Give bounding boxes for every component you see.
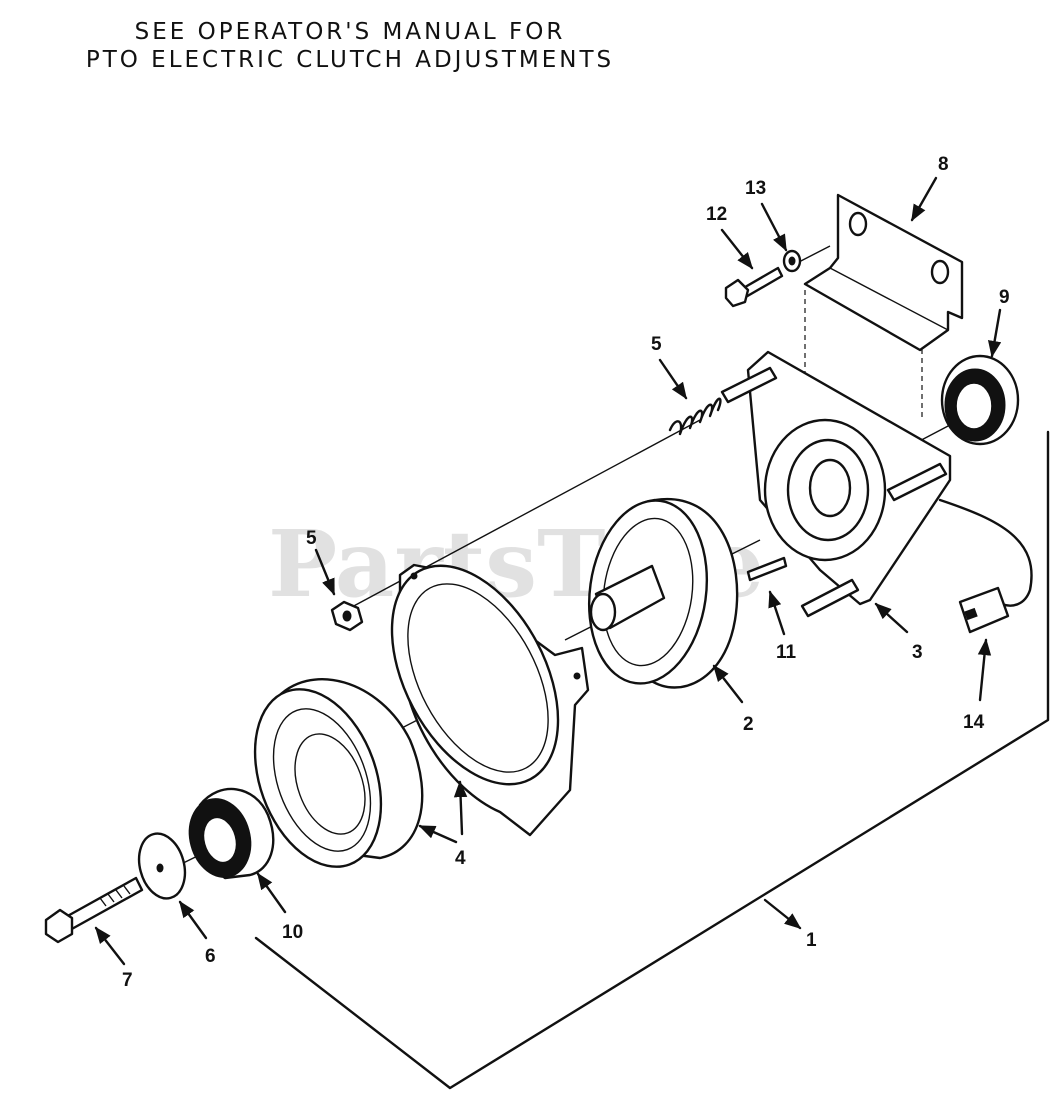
callout-3: 3 xyxy=(912,642,923,663)
mounting-bracket xyxy=(803,193,964,352)
bearing-10 xyxy=(188,787,275,880)
heading-line-2: PTO ELECTRIC CLUTCH ADJUSTMENTS xyxy=(85,47,615,73)
callout-7: 7 xyxy=(122,970,133,991)
callout-10: 10 xyxy=(282,922,303,943)
bearing-9 xyxy=(940,354,1020,446)
callout-4: 4 xyxy=(455,848,466,869)
callout-12: 12 xyxy=(706,204,727,225)
pulley-cover-4 xyxy=(390,563,590,837)
spring-5 xyxy=(668,397,722,436)
callout-1: 1 xyxy=(806,930,817,951)
pulley-4 xyxy=(253,677,424,868)
callout-5-spring: 5 xyxy=(651,334,662,355)
lock-washer-13 xyxy=(782,249,802,273)
callout-8: 8 xyxy=(938,154,949,175)
heading-line-1: SEE OPERATOR'S MANUAL FOR xyxy=(134,19,566,45)
washer-6 xyxy=(137,832,187,900)
callout-6: 6 xyxy=(205,946,216,967)
callout-13: 13 xyxy=(745,178,766,199)
callout-11: 11 xyxy=(776,642,797,663)
callout-5-nut: 5 xyxy=(306,528,317,549)
connector-14 xyxy=(938,498,1033,634)
callout-leaders xyxy=(94,176,1002,966)
callout-9: 9 xyxy=(999,287,1010,308)
cap-screw-12 xyxy=(724,266,784,308)
field-coil-housing xyxy=(720,350,952,618)
key-11 xyxy=(746,556,788,582)
callout-2: 2 xyxy=(743,714,754,735)
nut-5 xyxy=(330,600,364,632)
assembly-bracket xyxy=(254,430,1050,1090)
armature-2 xyxy=(587,497,739,689)
bolt-7 xyxy=(44,876,144,944)
diagram-heading: SEE OPERATOR'S MANUAL FOR PTO ELECTRIC C… xyxy=(0,18,700,74)
callout-14: 14 xyxy=(963,712,985,733)
